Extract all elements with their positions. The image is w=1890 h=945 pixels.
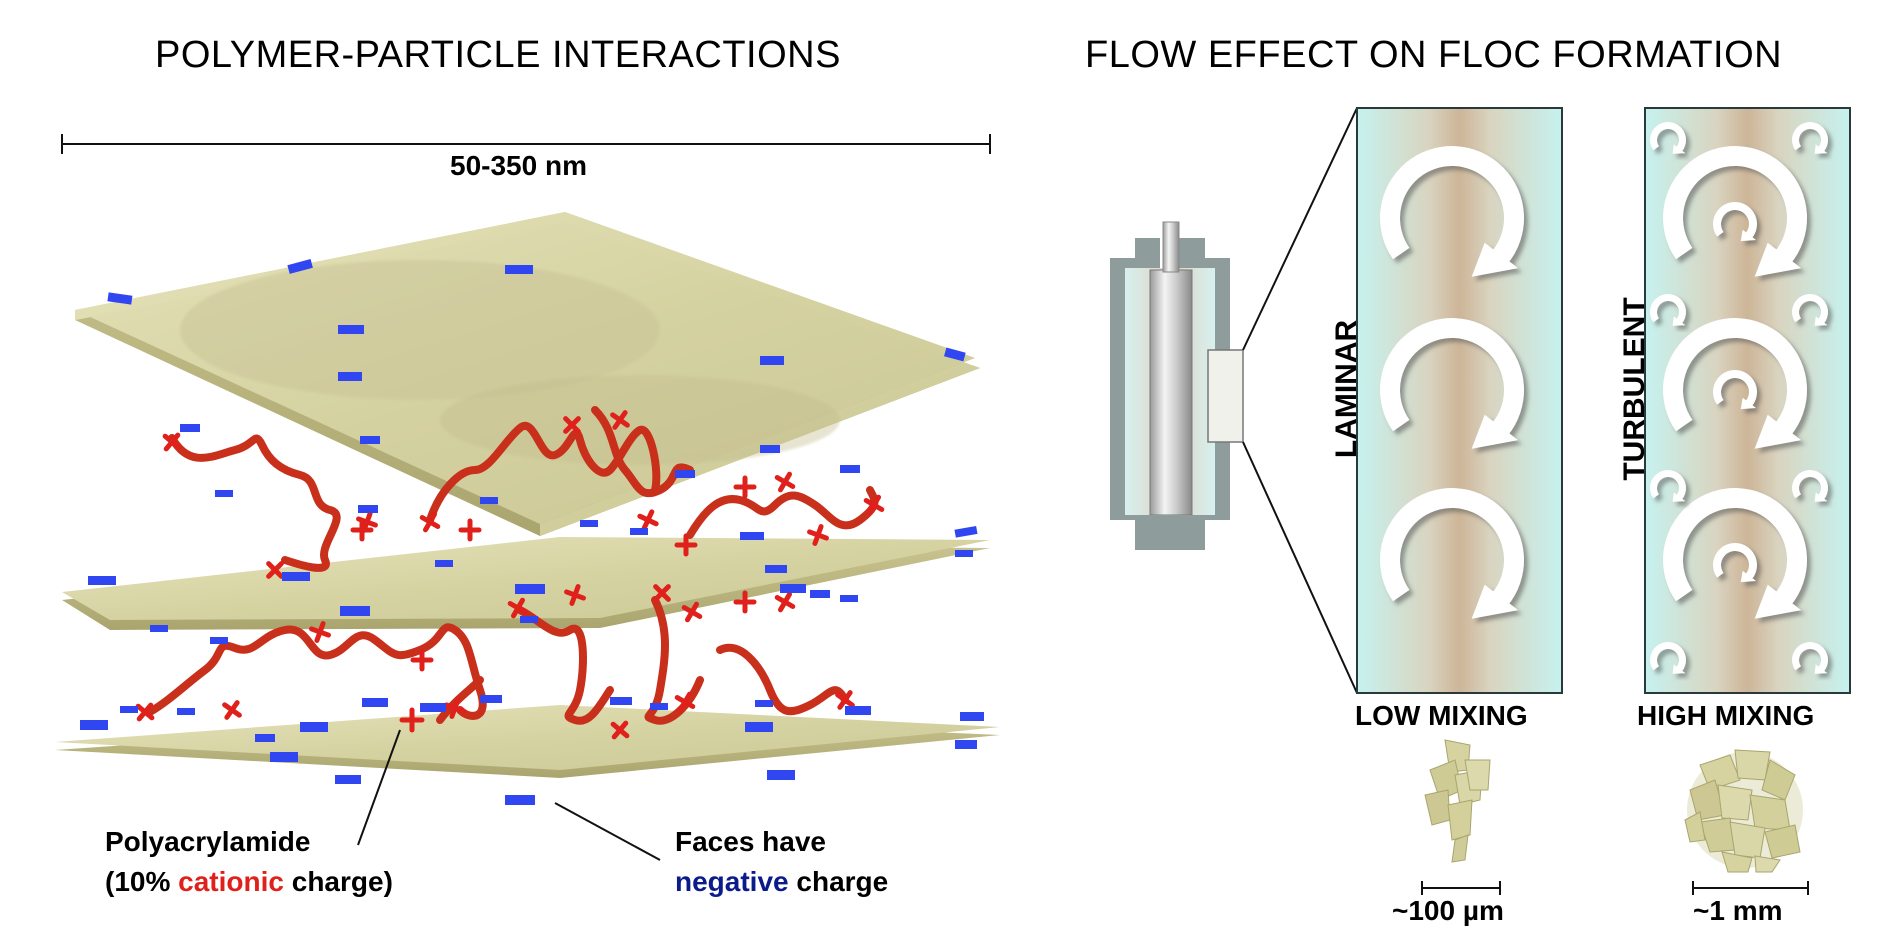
cationic-highlight: cationic xyxy=(178,866,284,897)
turbulent-label: TURBULENT xyxy=(1618,297,1651,481)
turbulent-edge-eddy-8 xyxy=(1792,642,1828,674)
large-floc xyxy=(1684,749,1803,873)
turbulent-edge-eddy-2 xyxy=(1792,122,1828,154)
couette-device xyxy=(1110,221,1244,550)
laminar-vortex-1 xyxy=(1380,146,1524,277)
anionic-surface-charges xyxy=(80,259,984,805)
laminar-label: LAMINAR xyxy=(1330,319,1363,459)
polymer-label-suffix: charge) xyxy=(283,866,393,897)
small-floc-scale-bar xyxy=(1421,881,1501,895)
turbulent-vortex-2 xyxy=(1663,317,1807,449)
particle-size-scale-label: 50-350 nm xyxy=(450,150,587,181)
vortex-arrows xyxy=(1380,122,1829,674)
turbulent-inner-eddy-2 xyxy=(1712,370,1757,410)
clay-platelet-top xyxy=(75,212,980,536)
zoom-line-top xyxy=(1242,107,1358,351)
turbulent-edge-eddy-1 xyxy=(1650,122,1686,154)
turbulent-vortex-3 xyxy=(1663,487,1807,619)
low-mixing-label: LOW MIXING xyxy=(1355,700,1528,731)
cationic-charges xyxy=(135,410,885,740)
faces-label-line1: Faces have xyxy=(675,826,826,857)
zoom-line-bottom xyxy=(1242,441,1358,694)
turbulent-edge-eddy-7 xyxy=(1649,642,1686,674)
turbulent-edge-eddy-6 xyxy=(1792,470,1829,502)
negative-highlight: negative xyxy=(675,866,789,897)
laminar-vortex-2 xyxy=(1380,318,1524,449)
large-floc-scale-label: ~1 mm xyxy=(1693,895,1783,926)
turbulent-edge-eddy-5 xyxy=(1650,470,1687,502)
polymer-label-line2: (10% cationic charge) xyxy=(105,866,393,898)
laminar-vortex-3 xyxy=(1380,488,1524,619)
turbulent-vortex-1 xyxy=(1663,145,1807,277)
clay-platelet-bottom xyxy=(55,705,1000,778)
turbulent-edge-eddy-4 xyxy=(1791,294,1828,326)
turbulent-edge-eddy-3 xyxy=(1650,294,1686,326)
turbulent-inner-eddy-1 xyxy=(1712,202,1757,242)
small-floc xyxy=(1424,739,1491,863)
large-floc-scale-bar xyxy=(1692,881,1809,895)
right-panel-title: FLOW EFFECT ON FLOC FORMATION xyxy=(1085,34,1783,76)
polymer-label-prefix: (10% xyxy=(105,866,179,897)
faces-label-line2: negative charge xyxy=(675,866,888,898)
turbulent-inner-eddy-3 xyxy=(1713,543,1757,583)
scale-bar xyxy=(61,134,991,154)
left-panel-title: POLYMER-PARTICLE INTERACTIONS xyxy=(155,34,841,76)
high-mixing-label: HIGH MIXING xyxy=(1637,700,1815,731)
small-floc-scale-label: ~100 µm xyxy=(1392,895,1504,926)
faces-label-suffix: charge xyxy=(788,866,889,897)
polymer-label-line1: Polyacrylamide xyxy=(105,826,311,857)
faces-leader-line xyxy=(554,802,661,861)
polymer-leader-line xyxy=(357,729,401,846)
